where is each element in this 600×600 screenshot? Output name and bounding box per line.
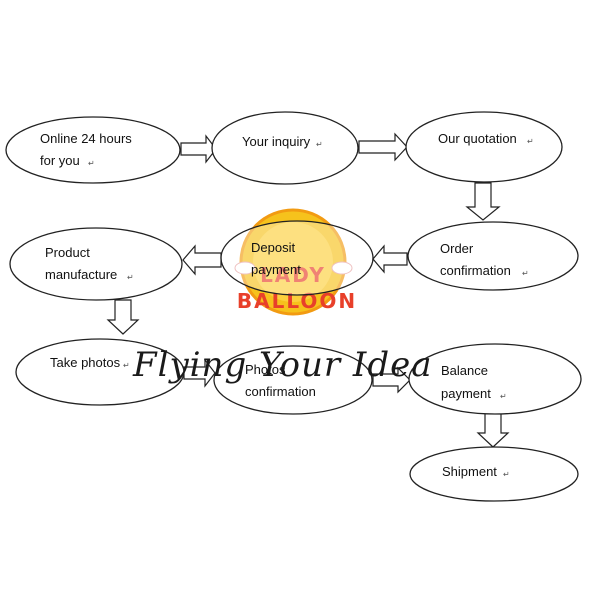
node-deposit: Deposit payment: [220, 220, 374, 296]
node-inquiry: Your inquiry ↵: [211, 111, 359, 185]
flow-nodes: Online 24 hours for you ↵ Your inquiry ↵…: [5, 111, 582, 502]
logo-sun-inner: [253, 222, 333, 302]
paragraph-mark: ↵: [316, 140, 323, 149]
paragraph-mark: ↵: [503, 470, 510, 479]
arrow-balance-to-shipment: [476, 412, 510, 448]
logo-line2: BALLOON: [237, 289, 357, 313]
node-online: Online 24 hours for you ↵: [5, 116, 181, 184]
watermark-slogan: Flying Your Idea: [132, 345, 433, 385]
node-order: Order confirmation ↵: [407, 221, 579, 291]
node-online-line2: for you: [40, 153, 80, 168]
paragraph-mark: ↵: [522, 269, 529, 278]
node-balance-line2: payment: [441, 386, 491, 401]
node-photos-confirm-line1: Photos: [245, 362, 286, 377]
paragraph-mark: ↵: [527, 137, 534, 146]
node-order-line1: Order: [440, 241, 474, 256]
node-balance: Balance payment ↵: [408, 343, 582, 415]
node-quotation: Our quotation ↵: [405, 111, 563, 183]
node-balance-line1: Balance: [441, 363, 488, 378]
logo-line1: LADY: [260, 263, 326, 287]
arrow-deposit-to-manufacture: [182, 244, 222, 276]
lady-balloon-logo: LADY BALLOON: [234, 208, 357, 316]
logo-wing-right: [331, 261, 353, 275]
node-take-photos: Take photos ↵: [15, 338, 185, 406]
flow-arrows: [106, 132, 510, 448]
node-quotation-label: Our quotation: [438, 131, 517, 146]
paragraph-mark: ↵: [88, 159, 95, 168]
node-order-line2: confirmation: [440, 263, 511, 278]
node-photos-confirmation: Photos confirmation: [213, 345, 373, 415]
arrow-order-to-deposit: [372, 244, 408, 274]
node-shipment-label: Shipment: [442, 464, 497, 479]
logo-wing-left: [234, 261, 256, 275]
node-deposit-line1: Deposit: [251, 240, 295, 255]
arrow-confirmation-to-balance: [372, 366, 411, 394]
node-inquiry-label: Your inquiry: [242, 134, 311, 149]
arrow-manufacture-to-photos: [106, 299, 140, 335]
node-online-line1: Online 24 hours: [40, 131, 132, 146]
paragraph-mark: ↵: [123, 361, 130, 370]
node-manufacture: Product manufacture ↵: [9, 227, 183, 301]
paragraph-mark: ↵: [127, 273, 134, 282]
node-manufacture-line1: Product: [45, 245, 90, 260]
paragraph-mark: ↵: [500, 392, 507, 401]
node-photos-confirm-line2: confirmation: [245, 384, 316, 399]
node-photos-label: Take photos: [50, 355, 121, 370]
arrow-inquiry-to-quotation: [358, 132, 408, 162]
arrow-photos-to-confirmation: [183, 358, 216, 388]
arrow-online-to-inquiry: [180, 134, 217, 164]
node-shipment: Shipment ↵: [409, 446, 579, 502]
node-deposit-line2: payment: [251, 262, 301, 277]
arrow-quotation-to-order: [465, 182, 501, 221]
node-manufacture-line2: manufacture: [45, 267, 117, 282]
